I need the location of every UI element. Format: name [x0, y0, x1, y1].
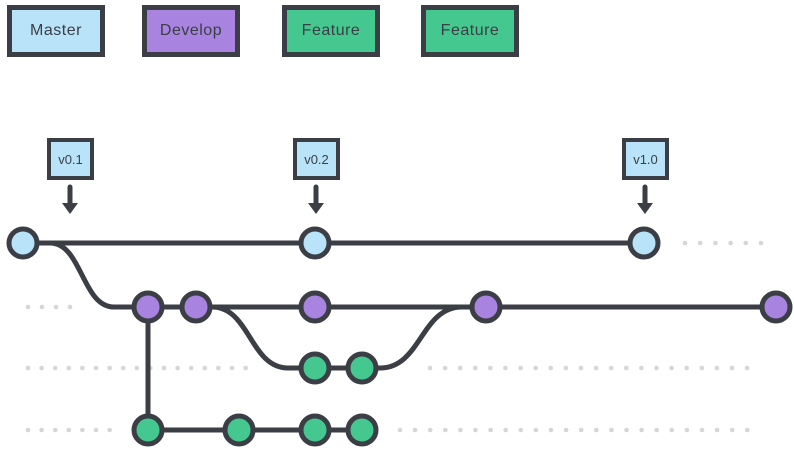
tag-label-v0-2: v0.2	[304, 151, 329, 167]
legend-label-feature-2: Feature	[440, 22, 500, 39]
legend-label-feature-1: Feature	[301, 22, 361, 39]
commit-feature1-x315	[298, 351, 332, 385]
legend-item-master: Master	[7, 5, 105, 57]
legend-item-develop: Develop	[142, 5, 240, 57]
dotted-line-feature1-4	[427, 365, 750, 371]
dotted-line-feature2-5	[397, 427, 750, 433]
dotted-line-feature2-2	[25, 427, 112, 433]
legend-item-feature-2: Feature	[421, 5, 519, 57]
tag-arrow-head-v1.0	[637, 203, 653, 214]
tag-v0-2: v0.2	[293, 138, 340, 180]
commit-feature2-x315	[298, 413, 332, 447]
curve-develop-to-feature1	[209, 304, 291, 371]
commit-master-x315	[298, 226, 332, 260]
commit-develop-x776	[759, 290, 793, 324]
commit-develop-x315	[298, 290, 332, 324]
tag-label-v0-1: v0.1	[58, 151, 83, 167]
commit-develop-x196	[179, 290, 213, 324]
curve-feature1-to-develop	[377, 304, 465, 371]
legend-item-feature-1: Feature	[282, 5, 380, 57]
commit-master-x644	[627, 226, 661, 260]
commit-feature1-x362	[345, 351, 379, 385]
commit-master-x23	[6, 226, 40, 260]
commit-feature2-x148	[131, 413, 165, 447]
tag-arrow-head-v0.2	[308, 203, 324, 214]
commit-feature2-x362	[345, 413, 379, 447]
tag-arrow-head-v0.1	[62, 203, 78, 214]
legend-label-master: Master	[30, 22, 82, 39]
commit-develop-x148	[131, 290, 165, 324]
tag-v0-1: v0.1	[47, 138, 94, 180]
dotted-line-master-3	[682, 240, 764, 246]
legend-label-develop: Develop	[159, 22, 223, 39]
tag-label-v1-0: v1.0	[633, 151, 658, 167]
curve-master-to-develop	[47, 240, 117, 310]
dotted-line-develop-0	[25, 304, 73, 310]
commit-feature2-x239	[222, 413, 256, 447]
commit-develop-x486	[469, 290, 503, 324]
tag-v1-0: v1.0	[622, 138, 669, 180]
dotted-line-feature1-1	[25, 365, 248, 371]
